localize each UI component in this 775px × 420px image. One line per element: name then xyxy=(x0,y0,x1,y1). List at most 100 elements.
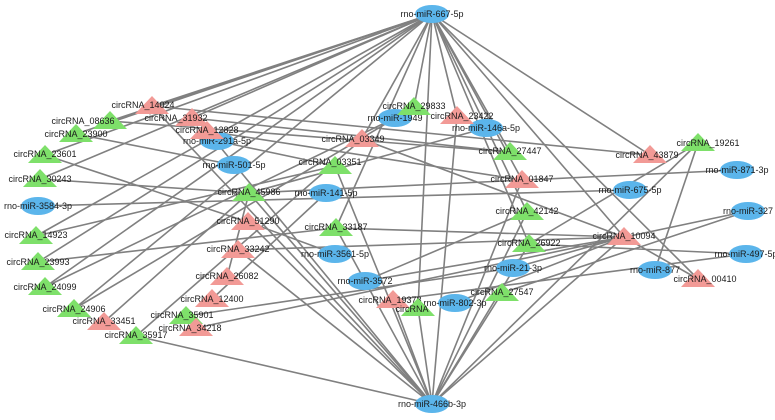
circrna-triangle xyxy=(345,129,379,147)
node-label: rno-miR-667-5p xyxy=(400,9,463,19)
node-c10094[interactable]: circRNA_10094 xyxy=(592,227,656,245)
mirna-ellipse xyxy=(469,119,503,137)
node-c27547[interactable]: circRNA_27547 xyxy=(470,283,534,301)
circrna-triangle xyxy=(493,142,527,160)
edge-m667-c24099 xyxy=(44,13,433,288)
edge-m466-c10094 xyxy=(431,236,625,405)
circrna-triangle xyxy=(93,111,127,129)
circrna-triangle xyxy=(28,145,62,163)
node-c34218[interactable]: circRNA_34218 xyxy=(158,318,222,336)
node-c14923[interactable]: circRNA_14923 xyxy=(4,226,68,244)
edge-c14923-c03351 xyxy=(35,165,336,237)
node-c00410[interactable]: circRNA_00410 xyxy=(673,269,737,287)
node-m3584[interactable]: rno-miR-3584-3p xyxy=(4,197,72,215)
circrna-triangle xyxy=(190,121,224,139)
node-label: rno-miR-291a-5p xyxy=(183,136,251,146)
node-label: rno-miR-1949 xyxy=(367,113,422,123)
node-c_rno_partial[interactable]: circRNA xyxy=(396,298,436,316)
node-c23993[interactable]: circRNA_23993 xyxy=(6,252,70,270)
node-m871[interactable]: rno-miR-871-3p xyxy=(705,161,769,179)
node-c33187[interactable]: circRNA_33187 xyxy=(304,218,368,236)
node-m3572[interactable]: rno-miR-3572 xyxy=(337,272,393,290)
edge-c10094-m3572 xyxy=(364,236,625,282)
circrna-triangle xyxy=(135,96,169,114)
node-label: circRNA_23601 xyxy=(13,149,76,159)
edge-c33242-c10094 xyxy=(237,236,625,251)
edge-c19261-c26922 xyxy=(528,142,699,245)
edge-m667-c24906 xyxy=(73,13,433,310)
node-c33451[interactable]: circRNA_33451 xyxy=(72,312,136,330)
node-c35901[interactable]: circRNA_35901 xyxy=(150,306,214,324)
edge-m667-c03349 xyxy=(361,13,433,140)
node-label: circRNA_34218 xyxy=(158,323,221,333)
node-c14024[interactable]: circRNA_14024 xyxy=(111,96,175,114)
node-c29833[interactable]: circRNA_29833 xyxy=(382,97,446,115)
network-edges xyxy=(35,13,749,405)
node-c19261[interactable]: circRNA_19261 xyxy=(676,133,740,151)
node-c45986[interactable]: circRNA_45986 xyxy=(217,183,281,201)
node-m146[interactable]: rno-miR-146a-5p xyxy=(452,119,520,137)
edge-m466-c35917 xyxy=(135,335,433,405)
node-m141[interactable]: rno-miR-141-5p xyxy=(294,184,358,202)
node-c27447[interactable]: circRNA_27447 xyxy=(478,142,542,160)
node-c19378[interactable]: circRNA_19378 xyxy=(358,290,422,308)
node-m327[interactable]: rno-miR-327 xyxy=(723,202,773,220)
node-label: rno-miR-501-5p xyxy=(202,160,265,170)
edge-m466-c03351 xyxy=(334,165,433,405)
circrna-triangle xyxy=(319,218,353,236)
node-m3561[interactable]: rno-miR-3561-5p xyxy=(301,245,369,263)
node-c23601[interactable]: circRNA_23601 xyxy=(13,145,77,163)
circrna-triangle xyxy=(210,267,244,285)
node-c33242[interactable]: circRNA_33242 xyxy=(206,240,270,258)
circrna-triangle xyxy=(59,124,93,142)
node-label: circRNA_23993 xyxy=(6,257,69,267)
edge-c03349-c10094 xyxy=(361,138,625,238)
node-c12400[interactable]: circRNA_12400 xyxy=(180,289,244,307)
node-c43879[interactable]: circRNA_43879 xyxy=(615,145,679,163)
circrna-triangle xyxy=(231,212,265,230)
node-c24906[interactable]: circRNA_24906 xyxy=(42,299,106,317)
node-c26922[interactable]: circRNA_26922 xyxy=(497,234,561,252)
node-c42142[interactable]: circRNA_42142 xyxy=(495,202,559,220)
node-m802[interactable]: rno-miR-802-3p xyxy=(423,294,487,312)
node-c23900[interactable]: circRNA_23900 xyxy=(44,124,108,142)
circrna-triangle xyxy=(681,269,715,287)
node-label: circRNA_23900 xyxy=(44,129,107,139)
mirna-ellipse xyxy=(638,261,672,279)
node-label: circRNA_19378 xyxy=(358,295,421,305)
node-c08636[interactable]: circRNA_08636 xyxy=(51,111,127,129)
node-label: rno-miR-327 xyxy=(723,206,773,216)
circrna-triangle xyxy=(195,289,229,307)
node-m667[interactable]: rno-miR-667-5p xyxy=(400,5,464,23)
node-c03351[interactable]: circRNA_03351 xyxy=(298,156,362,174)
node-label: circRNA_26082 xyxy=(195,271,258,281)
edge-m667-c23422 xyxy=(431,13,458,117)
node-c01847[interactable]: circRNA_01847 xyxy=(490,170,554,188)
circrna-triangle xyxy=(633,145,667,163)
circrna-triangle xyxy=(440,106,474,124)
node-label: rno-miR-466b-3p xyxy=(398,399,466,409)
node-m501[interactable]: rno-miR-501-5p xyxy=(202,156,266,174)
node-m497[interactable]: rno-miR-497-5p xyxy=(714,245,775,263)
node-m21[interactable]: rno-miR-21-3p xyxy=(484,259,542,277)
node-c12828[interactable]: circRNA_12828 xyxy=(175,121,239,139)
node-c51290[interactable]: circRNA_51290 xyxy=(216,212,280,230)
node-label: circRNA_35901 xyxy=(150,310,213,320)
node-c03349[interactable]: circRNA_03349 xyxy=(321,129,385,147)
node-m675[interactable]: rno-miR-675-5p xyxy=(598,181,662,199)
mirna-ellipse xyxy=(309,184,343,202)
node-c26082[interactable]: circRNA_26082 xyxy=(195,267,259,285)
node-c35917[interactable]: circRNA_35917 xyxy=(104,326,168,344)
node-m877[interactable]: rno-miR-877 xyxy=(630,261,680,279)
node-label: rno-miR-3572 xyxy=(337,276,392,286)
node-label: circRNA_01847 xyxy=(490,174,553,184)
node-m466[interactable]: rno-miR-466b-3p xyxy=(398,395,466,413)
node-c30243[interactable]: circRNA_30243 xyxy=(8,169,72,187)
mirna-ellipse xyxy=(415,395,449,413)
node-label: circRNA_33451 xyxy=(72,316,135,326)
node-c24099[interactable]: circRNA_24099 xyxy=(13,277,77,295)
node-c31932[interactable]: circRNA_31932 xyxy=(144,108,209,126)
node-c23422[interactable]: circRNA_23422 xyxy=(430,106,494,124)
node-label: circRNA_33187 xyxy=(304,222,367,232)
